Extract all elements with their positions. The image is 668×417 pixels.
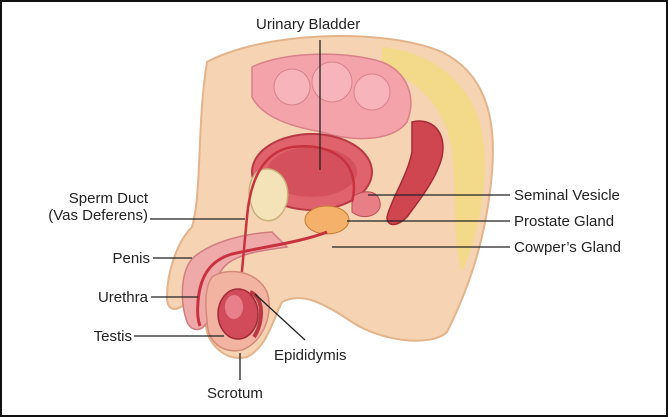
- label-sperm-duct: Sperm Duct (Vas Deferens): [18, 190, 148, 224]
- label-urethra: Urethra: [97, 289, 148, 306]
- pubic-bone: [248, 168, 289, 222]
- label-prostate-gland: Prostate Gland: [514, 213, 615, 230]
- label-seminal-vesicle: Seminal Vesicle: [514, 187, 620, 204]
- label-penis: Penis: [112, 250, 150, 267]
- bladder-inner: [267, 147, 357, 197]
- leader-epididymis: [254, 293, 306, 341]
- intestine-loop-3: [353, 73, 391, 111]
- intestine-loop-2: [311, 61, 353, 103]
- label-testis: Testis: [93, 328, 132, 345]
- leader-lines: [134, 40, 510, 380]
- prostate-shape: [304, 205, 350, 235]
- label-scrotum: Scrotum: [207, 385, 263, 402]
- vas-deferens-path: [238, 145, 356, 293]
- epididymis-shape: [249, 290, 263, 339]
- fat-layer: [382, 47, 485, 272]
- seminal-vesicle-shape: [351, 191, 381, 218]
- intestine-loop-1: [273, 68, 311, 106]
- urethra-path: [196, 230, 328, 327]
- label-urinary-bladder: Urinary Bladder: [256, 16, 361, 33]
- label-cowpers-gland: Cowper’s Gland: [514, 239, 621, 256]
- testis-highlight: [225, 295, 243, 319]
- label-sperm-duct-line2: (Vas Deferens): [48, 207, 148, 224]
- label-epididymis: Epididymis: [274, 347, 347, 364]
- rectum: [386, 120, 444, 226]
- label-sperm-duct-line1: Sperm Duct: [68, 190, 148, 207]
